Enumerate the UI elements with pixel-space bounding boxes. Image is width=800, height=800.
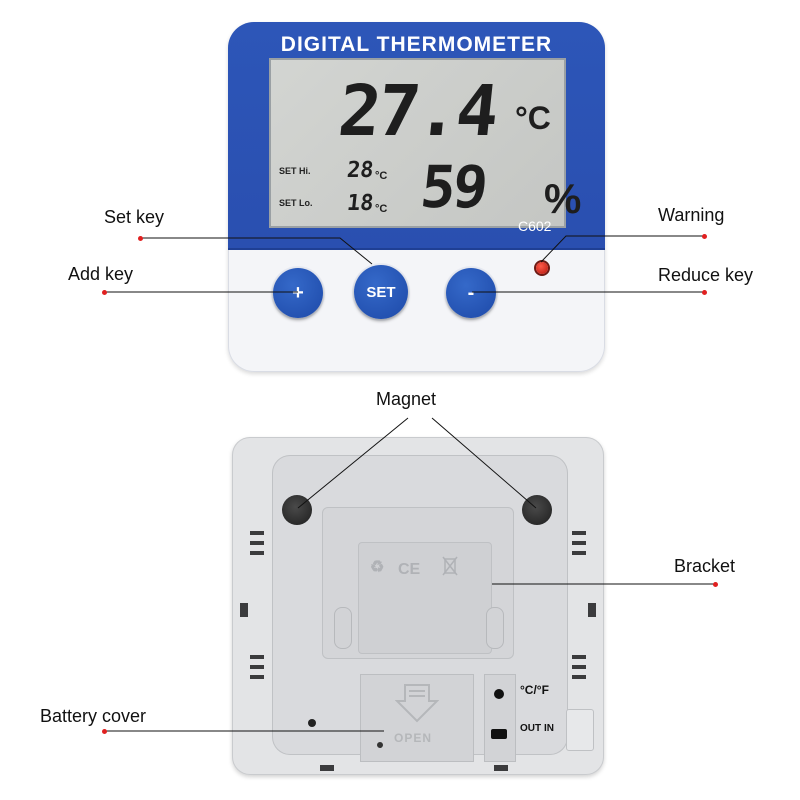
probe-connector bbox=[566, 709, 594, 751]
in-label: IN bbox=[544, 723, 554, 734]
vent-slot bbox=[250, 551, 264, 555]
vent-slot bbox=[250, 665, 264, 669]
side-clip bbox=[240, 603, 248, 617]
probe-jack-panel bbox=[484, 674, 516, 762]
probe-jack[interactable] bbox=[494, 689, 504, 699]
thermometer-front: DIGITAL THERMOMETER 27.4 °C SET Hi. 28 °… bbox=[228, 22, 605, 372]
magnet-line-left bbox=[297, 417, 409, 509]
unit-switch-label: °C/°F bbox=[520, 683, 549, 697]
vent-slot bbox=[572, 531, 586, 535]
set-button[interactable]: SET bbox=[354, 265, 408, 319]
vent-slot bbox=[250, 541, 264, 545]
bottom-clip bbox=[494, 765, 508, 771]
set-lo-unit: °C bbox=[375, 203, 388, 215]
vent-slot bbox=[572, 675, 586, 679]
set-hi-unit: °C bbox=[375, 170, 388, 182]
bracket-hinge-left bbox=[334, 607, 352, 649]
callout-dot bbox=[102, 729, 107, 734]
bracket-hinge-right bbox=[486, 607, 504, 649]
screw-hole bbox=[377, 742, 383, 748]
callout-dot bbox=[713, 582, 718, 587]
set-key-line bbox=[140, 237, 373, 265]
callout-reduce-key: Reduce key bbox=[658, 265, 754, 285]
out-in-switch[interactable] bbox=[491, 729, 507, 739]
vent-slot bbox=[572, 655, 586, 659]
vent-slot bbox=[250, 655, 264, 659]
callout-add-key: Add key bbox=[68, 264, 134, 284]
recycle-icon: ♻ bbox=[370, 559, 385, 576]
vent-slot bbox=[572, 551, 586, 555]
model-number: C602 bbox=[518, 218, 552, 234]
add-button[interactable]: + bbox=[273, 268, 323, 318]
callout-magnet: Magnet bbox=[376, 389, 437, 409]
open-arrow-icon bbox=[394, 683, 440, 723]
vent-slot bbox=[572, 665, 586, 669]
bracket-panel[interactable] bbox=[358, 542, 492, 654]
callout-set-key: Set key bbox=[104, 207, 165, 227]
thermometer-back: ♻ CE OPEN °C/°F OUT IN bbox=[232, 437, 604, 775]
callout-dot bbox=[702, 234, 707, 239]
device-title: DIGITAL THERMOMETER bbox=[280, 33, 553, 56]
callout-dot bbox=[138, 236, 143, 241]
set-hi-label: SET Hi. bbox=[279, 166, 311, 176]
reduce-button[interactable]: - bbox=[446, 268, 496, 318]
set-lo-label: SET Lo. bbox=[279, 198, 313, 208]
vent-slot bbox=[250, 675, 264, 679]
weee-bin-icon bbox=[442, 555, 458, 577]
bottom-clip bbox=[320, 765, 334, 771]
ce-mark-icon: CE bbox=[398, 561, 421, 578]
lcd-display: 27.4 °C SET Hi. 28 °C SET Lo. 18 °C 59 % bbox=[269, 58, 581, 228]
warning-line bbox=[540, 235, 704, 263]
callout-dot bbox=[102, 290, 107, 295]
warning-led bbox=[536, 262, 548, 274]
out-label: OUT bbox=[520, 723, 542, 734]
vent-slot bbox=[572, 541, 586, 545]
callout-warning: Warning bbox=[658, 205, 725, 225]
magnet-line-right bbox=[431, 417, 537, 509]
callout-battery-cover: Battery cover bbox=[40, 706, 147, 726]
side-clip bbox=[588, 603, 596, 617]
reset-hole[interactable] bbox=[308, 719, 316, 727]
callout-bracket: Bracket bbox=[674, 556, 736, 576]
temperature-unit: °C bbox=[515, 100, 551, 136]
humidity-unit: % bbox=[544, 175, 582, 222]
vent-slot bbox=[250, 531, 264, 535]
open-label: OPEN bbox=[394, 731, 433, 745]
callout-dot bbox=[702, 290, 707, 295]
